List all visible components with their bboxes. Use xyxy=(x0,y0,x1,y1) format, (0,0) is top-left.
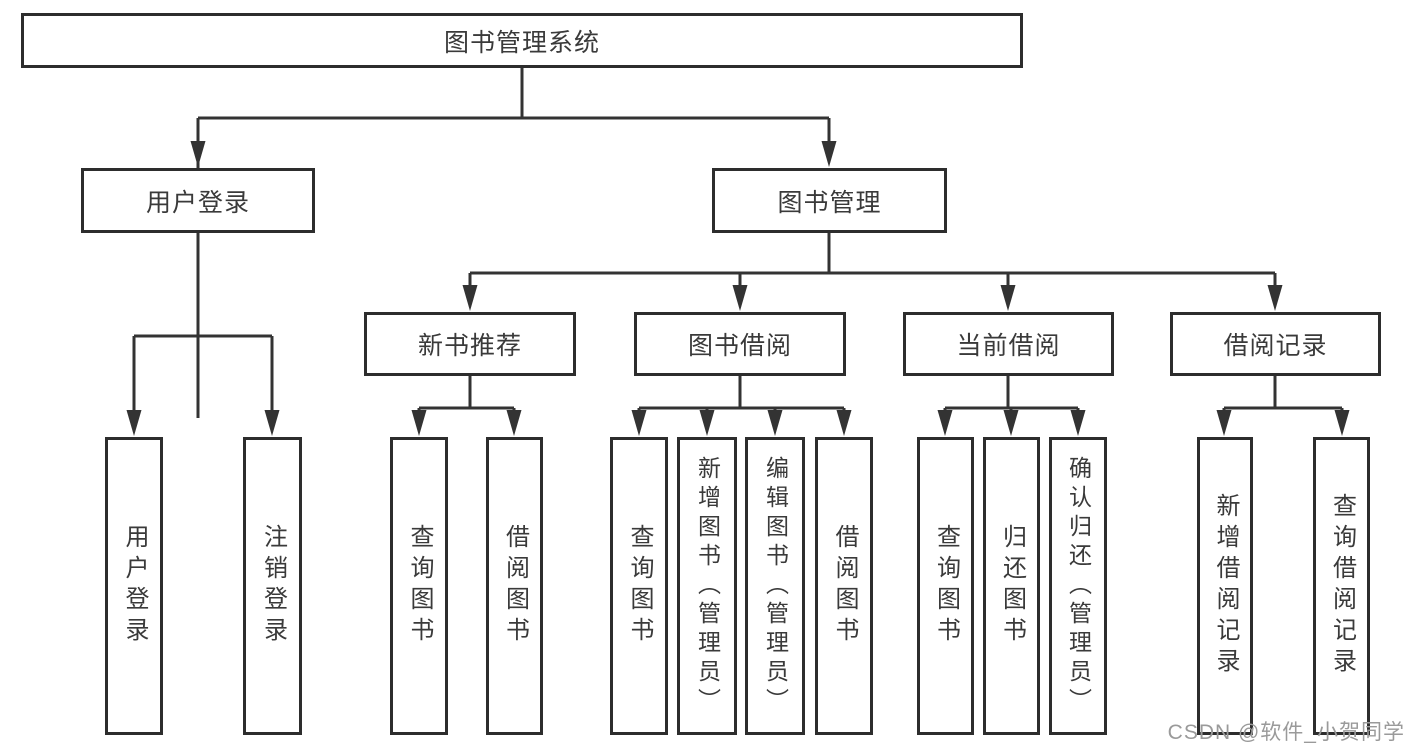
arrow-leaf xyxy=(1003,410,1019,436)
leaf-borrow-book-1-label: 借阅图书 xyxy=(501,524,529,648)
arrow-current-borrow xyxy=(1000,285,1016,311)
leaf-user-login-label: 用户登录 xyxy=(121,524,148,648)
leaf-query-book-1: 查询图书 xyxy=(390,437,448,735)
arrow-leaf xyxy=(1334,410,1350,436)
node-book-management: 图书管理 xyxy=(712,168,947,233)
leaf-add-borrow-record: 新增借阅记录 xyxy=(1197,437,1253,735)
arrow-user-login xyxy=(190,141,206,167)
node-book-borrow: 图书借阅 xyxy=(634,312,846,376)
arrow-book-mgmt xyxy=(821,141,837,167)
arrow-leaf xyxy=(699,410,715,436)
node-user-login: 用户登录 xyxy=(81,168,315,233)
leaf-add-borrow-record-label: 新增借阅记录 xyxy=(1212,493,1239,679)
leaf-edit-book-admin: 编辑图书（管理员） xyxy=(745,437,805,735)
leaf-confirm-return-admin-label: 确认归还（管理员） xyxy=(1065,455,1092,717)
connector-borrow-record-rail xyxy=(1222,374,1344,418)
leaf-add-book-admin: 新增图书（管理员） xyxy=(677,437,737,735)
leaf-query-book-3: 查询图书 xyxy=(917,437,974,735)
leaf-query-book-2: 查询图书 xyxy=(610,437,668,735)
arrow-leaf xyxy=(264,410,280,436)
arrow-leaf xyxy=(411,410,427,436)
leaf-logout: 注销登录 xyxy=(243,437,302,735)
arrow-leaf xyxy=(767,410,783,436)
arrow-leaf xyxy=(1070,410,1086,436)
leaf-return-book-label: 归还图书 xyxy=(998,524,1026,648)
connector-book-mgmt-rail xyxy=(468,231,1277,292)
connector-new-book-rail xyxy=(417,374,516,418)
leaf-query-borrow-record: 查询借阅记录 xyxy=(1313,437,1370,735)
arrow-borrow-record xyxy=(1267,285,1283,311)
leaf-user-login: 用户登录 xyxy=(105,437,163,735)
leaf-return-book: 归还图书 xyxy=(983,437,1040,735)
node-new-book-recommend: 新书推荐 xyxy=(364,312,576,376)
leaf-query-book-3-label: 查询图书 xyxy=(932,524,960,648)
arrow-leaf xyxy=(1216,410,1232,436)
arrow-book-borrow xyxy=(732,285,748,311)
arrow-leaf xyxy=(506,410,522,436)
node-root: 图书管理系统 xyxy=(21,13,1023,68)
leaf-borrow-book-2: 借阅图书 xyxy=(815,437,873,735)
leaf-logout-label: 注销登录 xyxy=(259,524,287,648)
leaf-query-borrow-record-label: 查询借阅记录 xyxy=(1328,493,1356,679)
leaf-edit-book-admin-label: 编辑图书（管理员） xyxy=(762,455,789,717)
leaf-confirm-return-admin: 确认归还（管理员） xyxy=(1049,437,1107,735)
leaf-query-book-1-label: 查询图书 xyxy=(406,524,433,648)
node-current-borrow: 当前借阅 xyxy=(903,312,1114,376)
arrow-leaf xyxy=(836,410,852,436)
arrow-new-book xyxy=(462,285,478,311)
arrow-leaf xyxy=(126,410,142,436)
node-borrow-record: 借阅记录 xyxy=(1170,312,1381,376)
leaf-query-book-2-label: 查询图书 xyxy=(626,524,653,648)
connector-book-borrow-rail xyxy=(637,374,846,418)
connector-user-login-rail xyxy=(132,231,274,418)
arrow-leaf xyxy=(937,410,953,436)
watermark: CSDN @软件_小贺同学 xyxy=(1167,721,1405,744)
arrow-leaf xyxy=(631,410,647,436)
leaf-add-book-admin-label: 新增图书（管理员） xyxy=(694,455,721,717)
connector-current-borrow-rail xyxy=(943,374,1080,418)
leaf-borrow-book-1: 借阅图书 xyxy=(486,437,543,735)
leaf-borrow-book-2-label: 借阅图书 xyxy=(831,524,858,648)
